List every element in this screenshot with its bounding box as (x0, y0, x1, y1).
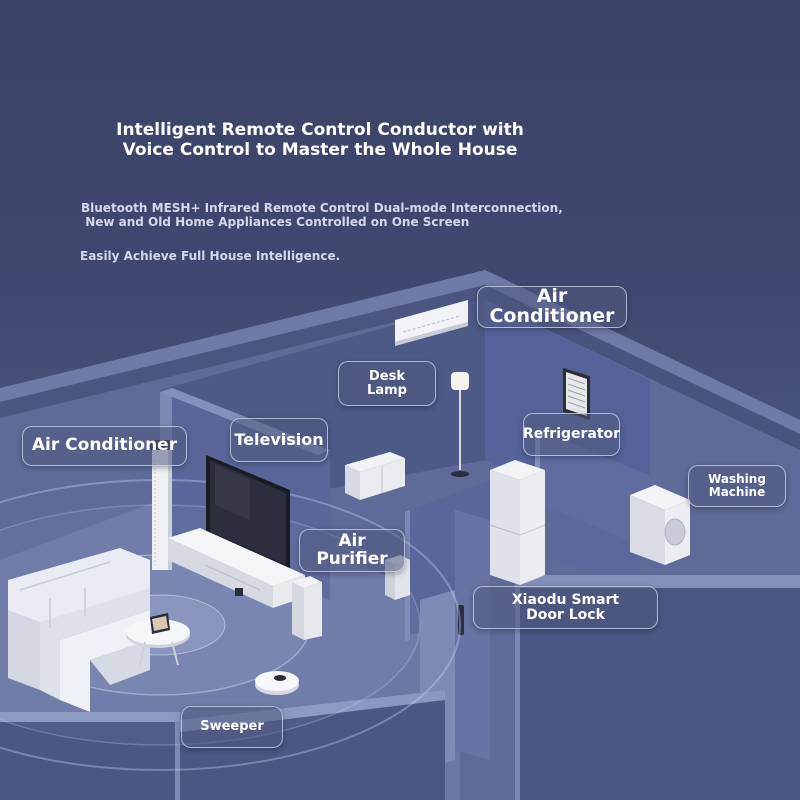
label-door-lock: Xiaodu Smart Door Lock (473, 586, 658, 629)
label-air-conditioner-wall: Air Conditioner (477, 286, 627, 328)
label-air-conditioner-tower: Air Conditioner (22, 426, 187, 466)
television-device (206, 455, 290, 570)
label-washing-machine-text: Washing Machine (708, 472, 766, 499)
wall-picture (563, 368, 590, 420)
subheadline-line-2: New and Old Home Appliances Controlled o… (85, 215, 470, 229)
label-desk-lamp: Desk Lamp (338, 361, 436, 406)
wall-air-conditioner-device (395, 300, 468, 346)
subheadline: Bluetooth MESH+ Infrared Remote Control … (81, 201, 641, 229)
label-air-conditioner-wall-text: Air Conditioner (489, 285, 615, 327)
label-desk-lamp-text: Desk Lamp (367, 368, 407, 398)
desk-lamp-device (451, 372, 469, 477)
label-refrigerator: Refrigerator (523, 413, 620, 456)
headline-line-2: Voice Control to Master the Whole House (122, 140, 518, 160)
subheadline-line-1: Bluetooth MESH+ Infrared Remote Control … (81, 201, 563, 215)
tagline: Easily Achieve Full House Intelligence. (80, 249, 341, 263)
label-television-text: Television (234, 429, 324, 449)
door-lock-device (458, 605, 464, 635)
robot-sweeper-device (255, 671, 299, 695)
headline-line-1: Intelligent Remote Control Conductor wit… (116, 120, 524, 140)
label-refrigerator-text: Refrigerator (522, 426, 621, 443)
label-air-purifier-text: Air Purifier (316, 530, 388, 569)
label-door-lock-text: Xiaodu Smart Door Lock (511, 591, 620, 623)
label-air-purifier: Air Purifier (299, 529, 405, 572)
label-washing-machine: Washing Machine (688, 465, 786, 507)
label-air-conditioner-tower-text: Air Conditioner (31, 435, 178, 456)
label-sweeper-text: Sweeper (200, 719, 264, 735)
label-sweeper: Sweeper (181, 706, 283, 748)
label-television: Television (230, 418, 328, 462)
air-purifier-device (292, 576, 322, 640)
sideboard-cabinet (345, 452, 405, 500)
refrigerator-device (489, 460, 546, 585)
headline: Intelligent Remote Control Conductor wit… (60, 120, 580, 160)
washing-machine-device (630, 485, 690, 565)
smart-display-device (150, 613, 170, 634)
